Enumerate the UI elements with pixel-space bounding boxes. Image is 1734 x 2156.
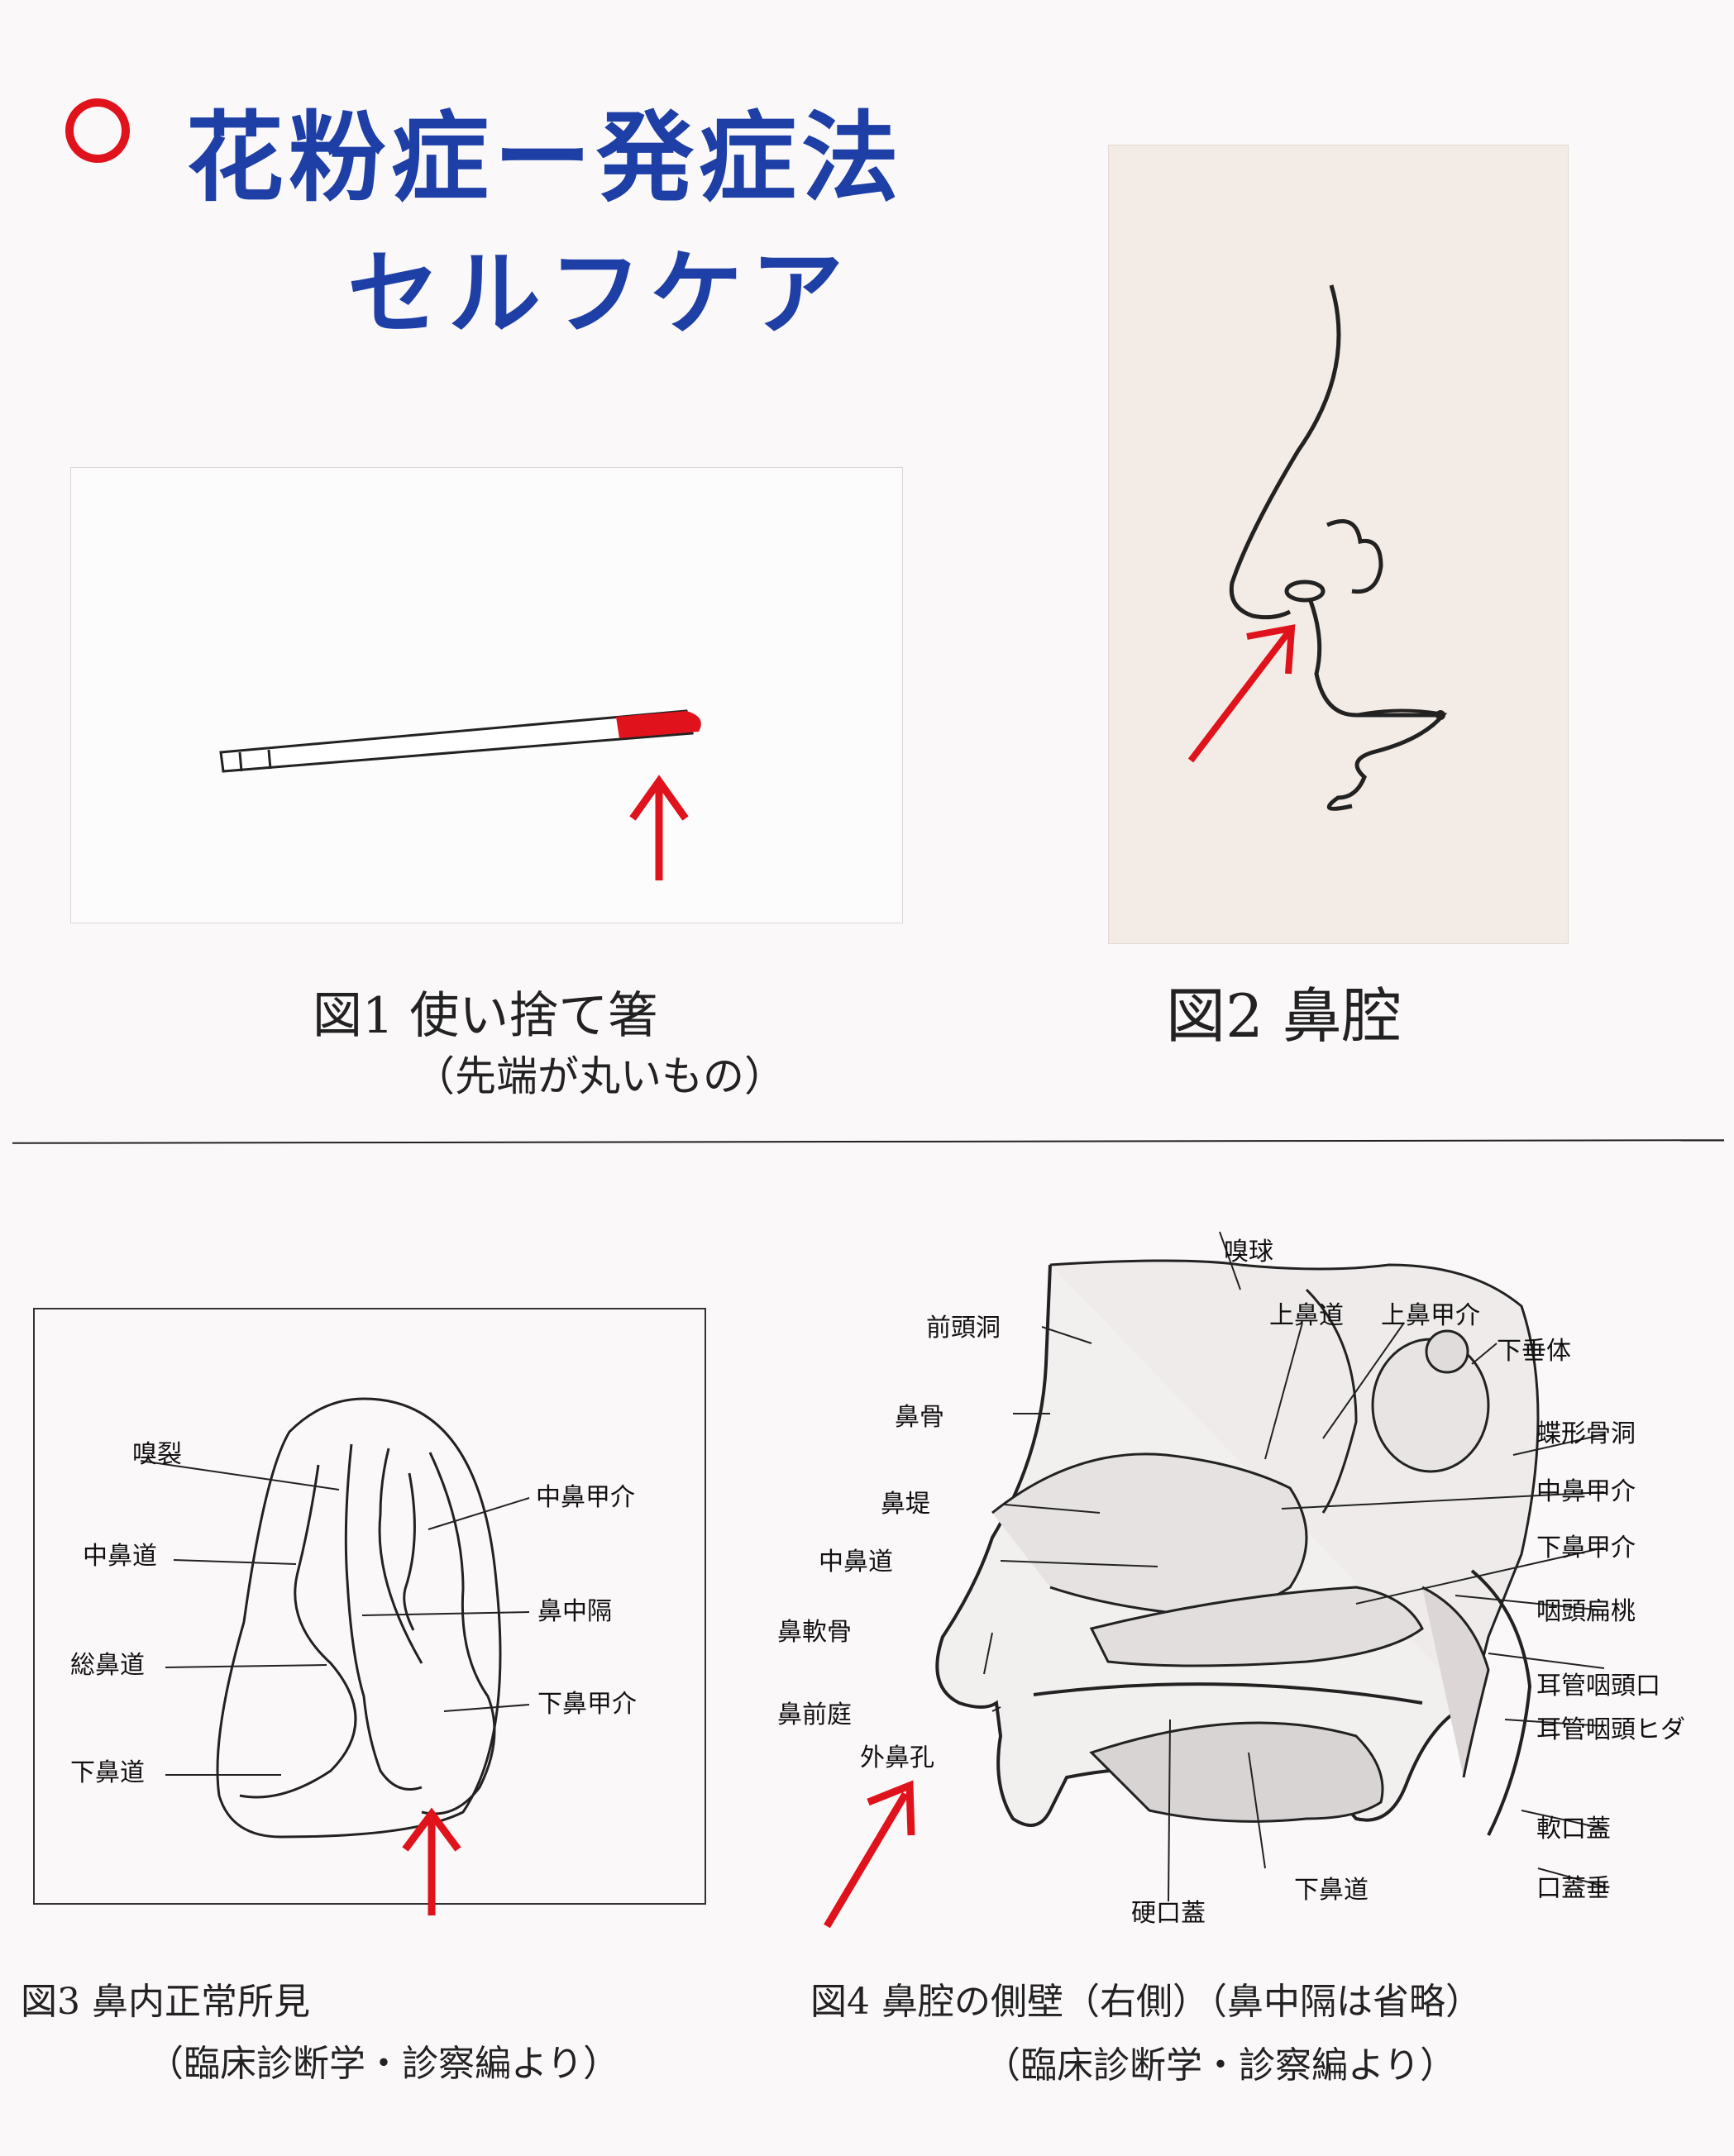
fig4-label-eustachian-orifice: 耳管咽頭口 [1536,1672,1660,1700]
fig3-label-septum: 鼻中隔 [537,1597,612,1626]
fig3-label-inferior-turbinate: 下鼻甲介 [537,1690,637,1719]
fig4-label-sphenoid-sinus: 蝶形骨洞 [1536,1419,1636,1448]
figure1-subcaption: （先端が丸いもの） [413,1052,786,1100]
fig4-label-nasal-vestibule: 鼻前庭 [777,1700,852,1729]
fig4-label-inferior-turbinate: 下鼻甲介 [1536,1534,1636,1562]
figure4-caption: 図4 鼻腔の側壁（右側）（鼻中隔は省略） [810,1981,1482,2023]
fig4-label-nasal-cartilage: 鼻軟骨 [777,1618,852,1647]
fig4-label-nostril: 外鼻孔 [860,1743,934,1772]
page-title: 花粉症ー発症法 [186,101,905,215]
fig4-label-hard-palate: 硬口蓋 [1131,1899,1206,1928]
fig3-label-olfactory-cleft: 嗅裂 [132,1440,182,1469]
nasal-interior-diagram [140,1397,530,1915]
fig3-label-middle-turbinate: 中鼻甲介 [536,1483,635,1512]
chopstick-illustration [219,709,701,880]
figure3-source: （臨床診断学・診察編より） [147,2043,620,2085]
figure1-caption: 図1 使い捨て箸 [313,987,658,1045]
fig4-label-middle-meatus: 中鼻道 [819,1548,893,1576]
fig4-label-agger-nasi: 鼻堤 [881,1490,930,1519]
nasal-lateral-wall-diagram [824,1231,1605,1929]
red-circle-icon [65,98,130,163]
fig3-label-inferior-meatus: 下鼻道 [70,1758,145,1787]
fig4-label-pituitary: 下垂体 [1497,1337,1571,1366]
fig4-label-uvula: 口蓋垂 [1536,1874,1611,1903]
fig3-label-middle-meatus: 中鼻道 [83,1542,157,1571]
fig4-label-inferior-meatus: 下鼻道 [1294,1876,1369,1905]
fig4-label-soft-palate: 軟口蓋 [1536,1815,1611,1844]
fig3-label-common-meatus: 総鼻道 [70,1651,145,1680]
figure3-card [33,1308,706,1905]
fig4-label-salpingopharyngeal-fold: 耳管咽頭ヒダ [1536,1715,1685,1744]
nose-profile-illustration [1187,284,1448,811]
figure1-card [70,467,903,923]
figure2-card [1108,145,1569,944]
fig4-label-adenoid: 咽頭扁桃 [1536,1597,1636,1626]
fig4-label-olfactory-bulb: 嗅球 [1224,1238,1273,1266]
fig4-label-superior-turbinate: 上鼻甲介 [1381,1301,1480,1330]
section-divider [12,1139,1725,1144]
fig4-label-frontal-sinus: 前頭洞 [926,1314,1001,1343]
figure2-caption: 図2 鼻腔 [1166,981,1402,1051]
figure3-caption: 図3 鼻内正常所見 [21,1981,310,2023]
fig4-label-superior-meatus: 上鼻道 [1269,1301,1344,1330]
fig4-label-middle-turbinate: 中鼻甲介 [1536,1477,1636,1506]
figure4-source: （臨床診断学・診察編より） [984,2044,1457,2087]
fig4-label-nasal-bone: 鼻骨 [895,1403,944,1432]
page-subtitle: セルフケア [347,241,852,348]
